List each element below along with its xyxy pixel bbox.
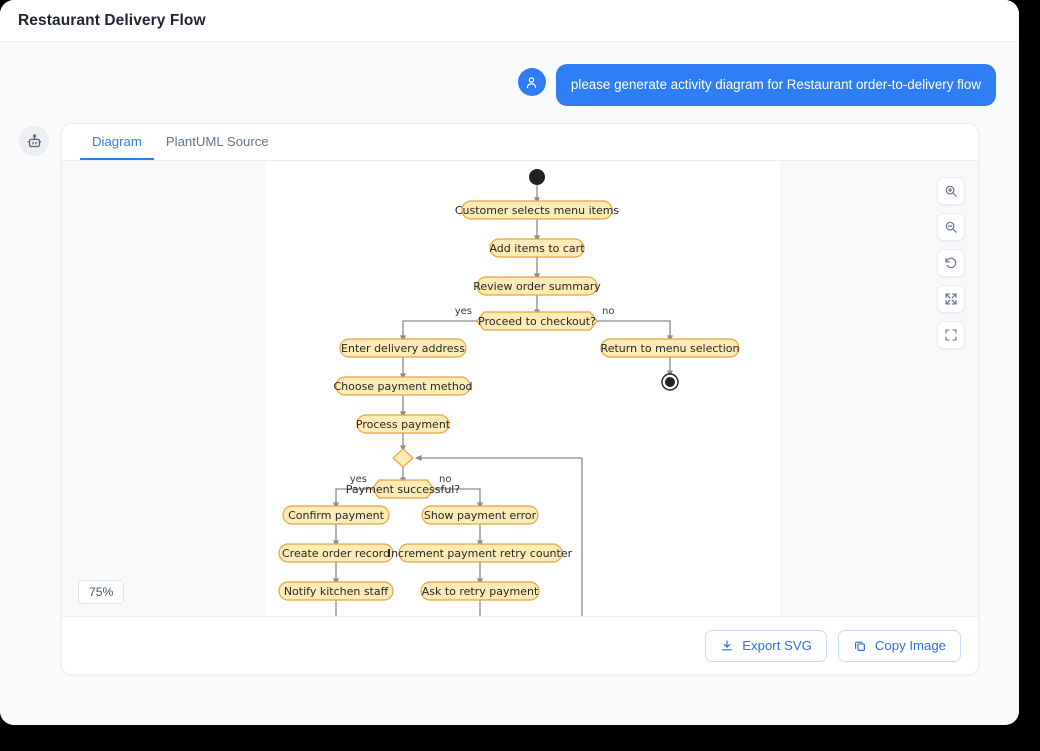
node-review-order-summary: Review order summary bbox=[473, 276, 601, 296]
guard-label-no-payment: no bbox=[439, 474, 451, 485]
guard-label-yes-checkout: yes bbox=[455, 306, 472, 317]
diagram-nodes: Customer selects menu items Add items to… bbox=[278, 169, 740, 601]
node-merge bbox=[392, 448, 414, 468]
guard-label-yes-payment: yes bbox=[350, 474, 367, 485]
zoom-out-button[interactable] bbox=[937, 213, 965, 242]
tab-strip: Diagram PlantUML Source bbox=[62, 124, 978, 162]
node-create-order-record: Create order record bbox=[278, 543, 394, 563]
node-label: Ask to retry payment bbox=[422, 585, 539, 598]
zoom-in-icon bbox=[945, 185, 957, 197]
node-start bbox=[529, 169, 545, 186]
user-message-row: please generate activity diagram for Res… bbox=[0, 42, 1019, 107]
node-label: Review order summary bbox=[473, 280, 601, 293]
node-label: Return to menu selection bbox=[601, 342, 740, 355]
node-proceed-to-checkout-decision: Proceed to checkout? bbox=[476, 311, 598, 331]
node-label: Create order record bbox=[282, 547, 390, 560]
node-ask-to-retry-payment: Ask to retry payment bbox=[420, 581, 540, 601]
canvas-toolbar bbox=[937, 177, 965, 350]
fit-to-screen-icon bbox=[945, 293, 957, 305]
assistant-avatar bbox=[19, 126, 49, 157]
node-return-to-menu-selection: Return to menu selection bbox=[600, 338, 740, 358]
node-enter-delivery-address: Enter delivery address bbox=[339, 338, 467, 358]
node-label: Payment successful? bbox=[346, 483, 461, 496]
fullscreen-icon bbox=[945, 329, 957, 341]
node-process-payment: Process payment bbox=[356, 414, 451, 434]
node-label: Show payment error bbox=[424, 509, 537, 522]
node-show-payment-error: Show payment error bbox=[421, 505, 539, 525]
tab-diagram[interactable]: Diagram bbox=[80, 124, 154, 161]
title-bar: Restaurant Delivery Flow bbox=[0, 0, 1019, 42]
copy-icon bbox=[854, 641, 865, 651]
node-payment-successful-decision: Payment successful? bbox=[346, 479, 461, 499]
user-icon bbox=[527, 76, 537, 88]
assistant-message-row: Diagram PlantUML Source 75% bbox=[0, 106, 1019, 676]
diagram-canvas[interactable]: 75% bbox=[62, 161, 978, 618]
node-add-items-to-cart: Add items to cart bbox=[489, 238, 585, 258]
activity-diagram-svg: Customer selects menu items Add items to… bbox=[278, 169, 740, 617]
node-label: Notify kitchen staff bbox=[284, 585, 389, 598]
diagram-edges bbox=[333, 185, 673, 617]
user-avatar bbox=[517, 68, 546, 96]
copy-image-button[interactable]: Copy Image bbox=[837, 629, 961, 662]
node-label: Proceed to checkout? bbox=[478, 315, 596, 328]
reset-rotate-icon bbox=[945, 257, 957, 269]
fit-to-screen-button[interactable] bbox=[937, 285, 965, 314]
node-notify-kitchen-staff: Notify kitchen staff bbox=[278, 581, 394, 601]
diagram-svg-viewport[interactable]: Customer selects menu items Add items to… bbox=[266, 161, 780, 617]
node-end bbox=[661, 373, 679, 391]
zoom-in-button[interactable] bbox=[937, 177, 965, 206]
node-customer-selects-menu-items: Customer selects menu items bbox=[455, 200, 620, 220]
page-title: Restaurant Delivery Flow bbox=[18, 11, 206, 29]
node-confirm-payment: Confirm payment bbox=[282, 505, 390, 525]
zoom-level-badge: 75% bbox=[78, 580, 125, 605]
node-label: Choose payment method bbox=[333, 380, 472, 393]
tab-plantuml-source[interactable]: PlantUML Source bbox=[165, 133, 269, 149]
node-choose-payment-method: Choose payment method bbox=[333, 376, 473, 396]
node-label: Increment payment retry counter bbox=[388, 547, 573, 560]
node-label: Confirm payment bbox=[288, 509, 385, 522]
node-label: Enter delivery address bbox=[341, 342, 465, 355]
reset-view-button[interactable] bbox=[937, 249, 965, 278]
node-label: Process payment bbox=[356, 418, 451, 431]
zoom-out-icon bbox=[945, 221, 957, 233]
node-increment-payment-retry-counter: Increment payment retry counter bbox=[388, 543, 573, 563]
export-svg-button[interactable]: Export SVG bbox=[705, 629, 827, 662]
card-footer: Export SVG Copy Image bbox=[62, 617, 978, 675]
node-label: Add items to cart bbox=[489, 242, 585, 255]
export-svg-label: Export SVG bbox=[742, 638, 812, 654]
guard-label-no-checkout: no bbox=[602, 306, 614, 317]
work-area: please generate activity diagram for Res… bbox=[0, 42, 1019, 725]
fullscreen-button[interactable] bbox=[937, 321, 965, 350]
diagram-result-card: Diagram PlantUML Source 75% bbox=[61, 123, 979, 676]
download-icon bbox=[722, 640, 733, 650]
user-message-bubble: please generate activity diagram for Res… bbox=[555, 64, 996, 107]
application-window: Restaurant Delivery Flow please generate… bbox=[0, 0, 1019, 725]
node-label: Customer selects menu items bbox=[455, 204, 620, 217]
copy-image-label: Copy Image bbox=[874, 638, 946, 654]
robot-icon bbox=[26, 134, 42, 147]
